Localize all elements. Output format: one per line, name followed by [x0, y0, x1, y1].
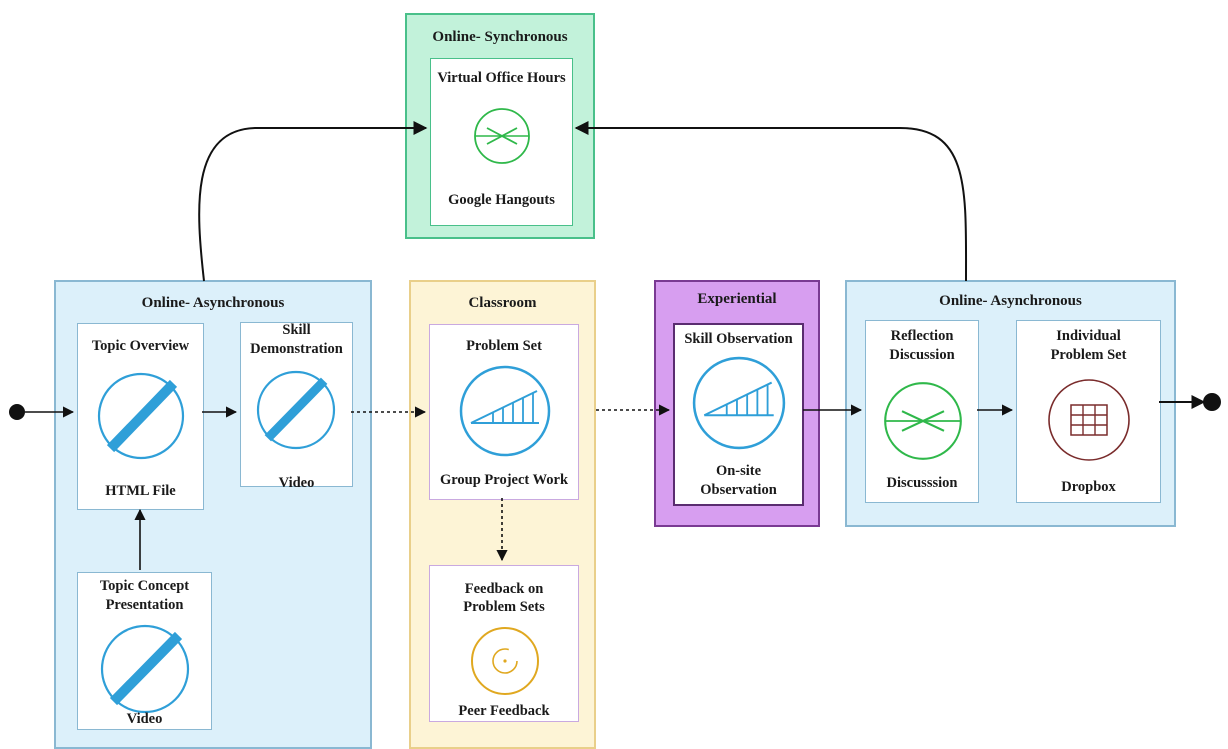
- lane-title: Classroom: [468, 295, 537, 311]
- card-caption: Google Hangouts: [448, 192, 555, 208]
- card-title-line1: Reflection: [890, 328, 954, 344]
- lane-classroom: Classroom Problem Set Group Project Work…: [409, 280, 596, 749]
- card-title-line2: Presentation: [105, 597, 184, 613]
- converge-arrows-icon: [884, 382, 962, 460]
- lane-title: Online- Synchronous: [432, 29, 568, 45]
- card-caption: Group Project Work: [439, 472, 569, 488]
- card-title-line1: Feedback on: [464, 581, 544, 597]
- end-node: [1203, 393, 1221, 411]
- slash-circle-icon: [256, 370, 336, 450]
- card-caption: Peer Feedback: [458, 703, 550, 719]
- card-caption: Video: [126, 711, 163, 727]
- card-caption: HTML File: [105, 483, 176, 499]
- card-title-line2: Problem Set: [1050, 347, 1127, 363]
- card-skill-demonstration[interactable]: Skill Demonstration Video: [240, 322, 353, 491]
- card-caption: Discusssion: [886, 475, 958, 491]
- lane-experiential: Experiential Skill Observation On-site O…: [654, 280, 820, 527]
- slash-circle-icon: [100, 624, 190, 714]
- card-topic-overview[interactable]: Topic Overview HTML File: [77, 323, 204, 510]
- card-feedback-on-problem-sets[interactable]: Feedback on Problem Sets Peer Feedback: [429, 565, 579, 722]
- incline-ruler-icon: [459, 365, 551, 457]
- card-title: Skill Observation: [684, 331, 793, 347]
- card-skill-observation[interactable]: Skill Observation On-site Observation: [673, 323, 804, 506]
- card-topic-concept-presentation[interactable]: Topic Concept Presentation Video: [77, 572, 212, 730]
- lane-title: Online- Asynchronous: [939, 293, 1082, 309]
- card-title: Virtual Office Hours: [437, 70, 566, 86]
- lane-title: Experiential: [697, 291, 777, 307]
- card-problem-set[interactable]: Problem Set Group Project Work: [429, 324, 579, 500]
- card-title-line2: Demonstration: [250, 341, 343, 357]
- start-node: [9, 404, 25, 420]
- lane-title: Online- Asynchronous: [141, 295, 285, 311]
- card-caption-line1: On-site: [715, 463, 762, 479]
- grid-table-icon: [1048, 379, 1130, 461]
- incline-ruler-icon: [692, 356, 786, 450]
- card-title: Problem Set: [466, 338, 542, 354]
- arrow-async-right-to-sync: [574, 121, 968, 282]
- lane-online-asynchronous-left: Online- Asynchronous Topic Overview HTML…: [54, 280, 372, 749]
- card-title-line1: Individual: [1056, 328, 1121, 344]
- card-title-line1: Skill: [282, 322, 311, 338]
- card-caption-line2: Observation: [700, 482, 777, 498]
- slash-circle-icon: [97, 372, 185, 460]
- cycle-circle-icon: [471, 627, 539, 695]
- card-title-line2: Problem Sets: [463, 599, 545, 615]
- card-title-line1: Topic Concept: [99, 578, 190, 594]
- lane-online-synchronous: Online- Synchronous Virtual Office Hours…: [405, 13, 595, 239]
- converge-arrows-icon: [474, 108, 530, 164]
- card-caption: Video: [278, 475, 315, 491]
- card-title-line2: Discussion: [889, 347, 955, 363]
- card-reflection-discussion[interactable]: Reflection Discussion Discusssion: [865, 320, 979, 503]
- card-individual-problem-set[interactable]: Individual Problem Set Dropbox: [1016, 320, 1161, 503]
- arrow-async-left-to-sync: [198, 121, 428, 282]
- card-title: Topic Overview: [91, 338, 190, 354]
- card-caption: Dropbox: [1061, 479, 1116, 495]
- card-virtual-office-hours[interactable]: Virtual Office Hours Google Hangouts: [430, 58, 573, 226]
- lane-online-asynchronous-right: Online- Asynchronous Reflection Discussi…: [845, 280, 1176, 527]
